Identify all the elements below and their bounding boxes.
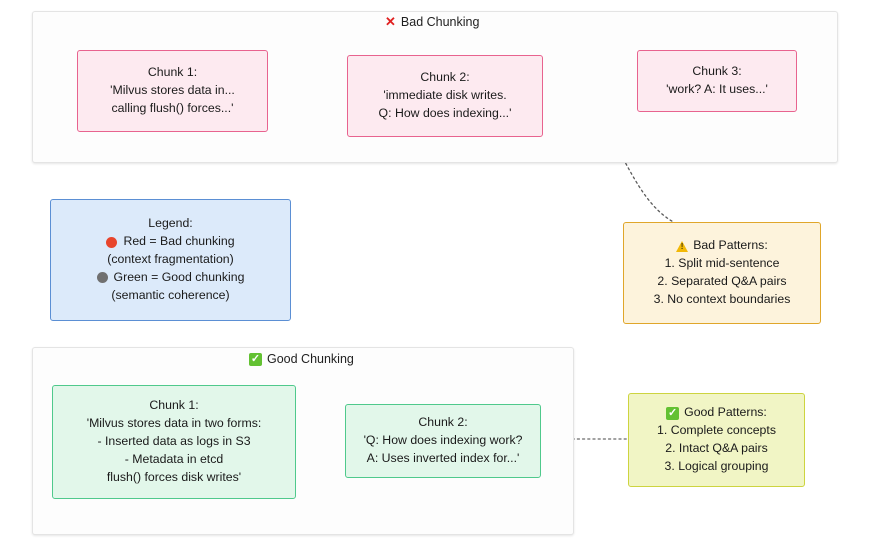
bad-chunk-1-line-3: calling flush() forces...' [111, 100, 234, 115]
good-patterns-header: ✓ Good Patterns: [666, 404, 767, 422]
legend-row-red-sub: (context fragmentation) [107, 252, 234, 267]
good-patterns-title: Good Patterns: [684, 405, 767, 420]
good-chunk-2-line-1: Chunk 2: [418, 415, 468, 430]
good-chunk-2-line-2: 'Q: How does indexing work? [363, 433, 523, 448]
bad-pattern-item-1: 1. Split mid-sentence [664, 256, 780, 271]
good-chunk-2[interactable]: Chunk 2: 'Q: How does indexing work? A: … [345, 404, 541, 478]
bad-patterns-header: Bad Patterns: [676, 237, 768, 255]
bad-chunk-1-line-1: Chunk 1: [147, 65, 198, 80]
good-pattern-item-2: 2. Intact Q&A pairs [665, 441, 768, 455]
section-title-bad-chunking: ✕ Bad Chunking [385, 14, 480, 30]
bad-chunk-3-line-1: Chunk 3: [692, 64, 742, 79]
good-pattern-item-3: 3. Logical grouping [664, 458, 769, 473]
legend-row-red: Red = Bad chunking [106, 233, 235, 251]
section-title-text: Good Chunking [267, 352, 354, 367]
bad-chunk-3[interactable]: Chunk 3: 'work? A: It uses...' [637, 50, 797, 112]
check-mark-box-icon: ✓ [249, 353, 262, 366]
gray-circle-icon [96, 272, 108, 284]
bad-chunk-2[interactable]: Chunk 2: 'immediate disk writes. Q: How … [347, 55, 543, 137]
legend-box: Legend: Red = Bad chunking (context frag… [50, 199, 291, 321]
good-pattern-item-1: 1. Complete concepts [657, 423, 776, 438]
good-chunk-2-line-3: A: Uses inverted index for...' [366, 450, 520, 465]
legend-title: Legend: [148, 216, 193, 231]
bad-chunk-1-line-2: 'Milvus stores data in... [110, 83, 235, 98]
bad-chunk-1[interactable]: Chunk 1: 'Milvus stores data in... calli… [77, 50, 268, 132]
bad-pattern-item-2: 2. Separated Q&A pairs [657, 274, 787, 288]
legend-row-green-sub: (semantic coherence) [111, 287, 230, 302]
bad-pattern-item-3: 3. No context boundaries [653, 291, 791, 306]
section-title-text: Bad Chunking [400, 15, 480, 30]
legend-row-green: Green = Good chunking [96, 269, 245, 287]
good-chunk-1-line-3: - Inserted data as logs in S3 [97, 434, 251, 449]
bad-chunk-2-line-3: Q: How does indexing...' [378, 105, 512, 120]
bad-chunk-3-line-2: 'work? A: It uses...' [666, 82, 768, 96]
red-circle-icon [106, 236, 118, 248]
check-mark-box-icon: ✓ [666, 406, 680, 420]
warning-triangle-icon [676, 240, 689, 252]
good-chunk-1-line-4: - Metadata in etcd [124, 451, 224, 466]
bad-chunk-2-line-2: 'immediate disk writes. [383, 88, 507, 103]
bad-chunk-2-line-1: Chunk 2: [420, 70, 470, 85]
legend-row-green-label: Green = Good chunking [113, 269, 245, 284]
section-title-good-chunking: ✓ Good Chunking [249, 353, 354, 366]
good-chunk-1[interactable]: Chunk 1: 'Milvus stores data in two form… [52, 385, 296, 499]
cross-mark-icon: ✕ [385, 14, 396, 29]
legend-row-red-label: Red = Bad chunking [123, 234, 235, 249]
good-patterns-box: ✓ Good Patterns: 1. Complete concepts 2.… [628, 393, 805, 487]
good-chunk-1-line-1: Chunk 1: [149, 398, 199, 413]
bad-patterns-title: Bad Patterns: [693, 238, 768, 253]
good-chunk-1-line-2: 'Milvus stores data in two forms: [86, 416, 262, 431]
good-chunk-1-line-5: flush() forces disk writes' [106, 469, 242, 484]
bad-patterns-box: Bad Patterns: 1. Split mid-sentence 2. S… [623, 222, 821, 324]
